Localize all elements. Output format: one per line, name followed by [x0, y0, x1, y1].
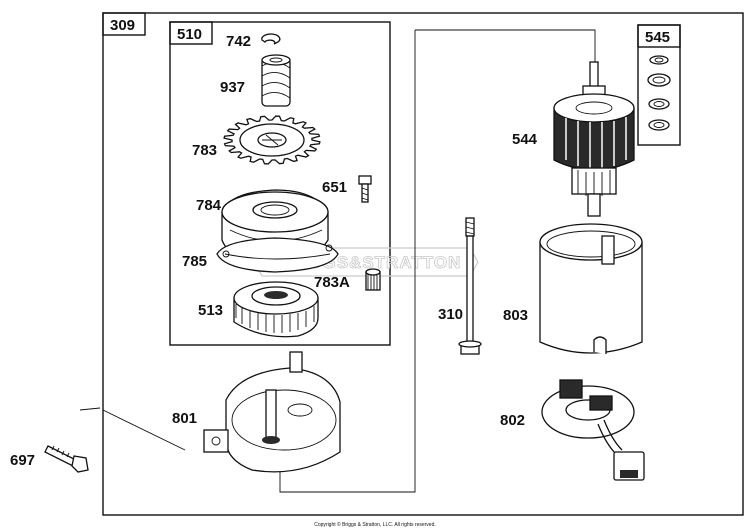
- label-742: 742: [226, 33, 251, 50]
- group-309-label: 309: [110, 17, 135, 34]
- part-513-clutch-assembly: [233, 281, 319, 338]
- part-310-through-bolt: [458, 217, 482, 355]
- label-697: 697: [10, 452, 35, 469]
- label-544: 544: [512, 131, 538, 148]
- group-510-tag: [169, 21, 213, 45]
- part-783a-small-gear: [365, 268, 381, 291]
- part-651-screw: [358, 175, 372, 203]
- label-784: 784: [196, 197, 222, 214]
- label-651: 651: [322, 179, 347, 196]
- connector-lines: [79, 29, 596, 493]
- part-802-brush-plate: [541, 379, 645, 481]
- label-310: 310: [438, 306, 463, 323]
- group-510-frame: [169, 21, 391, 346]
- label-801: 801: [172, 410, 197, 427]
- part-937-spring: [261, 54, 291, 107]
- part-544-armature: [553, 61, 635, 217]
- part-785-gasket: [216, 237, 339, 273]
- part-801-drive-end-cap: [203, 351, 341, 473]
- group-309: 309: [102, 12, 744, 516]
- label-783a: 783A: [314, 274, 350, 291]
- label-785: 785: [182, 253, 207, 270]
- group-510-label: 510: [177, 26, 202, 43]
- group-545-tag: [637, 24, 681, 48]
- group-545: 545: [637, 24, 681, 146]
- group-510: 510: [169, 21, 391, 346]
- part-697-bolt: [44, 445, 89, 473]
- label-937: 937: [220, 79, 245, 96]
- copyright-notice: Copyright © Briggs & Stratton, LLC. All …: [314, 521, 436, 528]
- group-309-frame: [102, 12, 744, 516]
- group-309-tag: [102, 12, 146, 36]
- part-742-retaining-ring: [261, 33, 281, 45]
- part-labels: 742 937 783 651 784 785 783A 513 544 310…: [10, 33, 538, 469]
- label-802: 802: [500, 412, 525, 429]
- group-545-label: 545: [645, 29, 670, 46]
- label-513: 513: [198, 302, 223, 319]
- washer-set: [647, 55, 671, 131]
- label-783: 783: [192, 142, 217, 159]
- part-783-pinion-gear: [223, 115, 321, 165]
- part-803-motor-housing: [539, 223, 643, 354]
- label-803: 803: [503, 307, 528, 324]
